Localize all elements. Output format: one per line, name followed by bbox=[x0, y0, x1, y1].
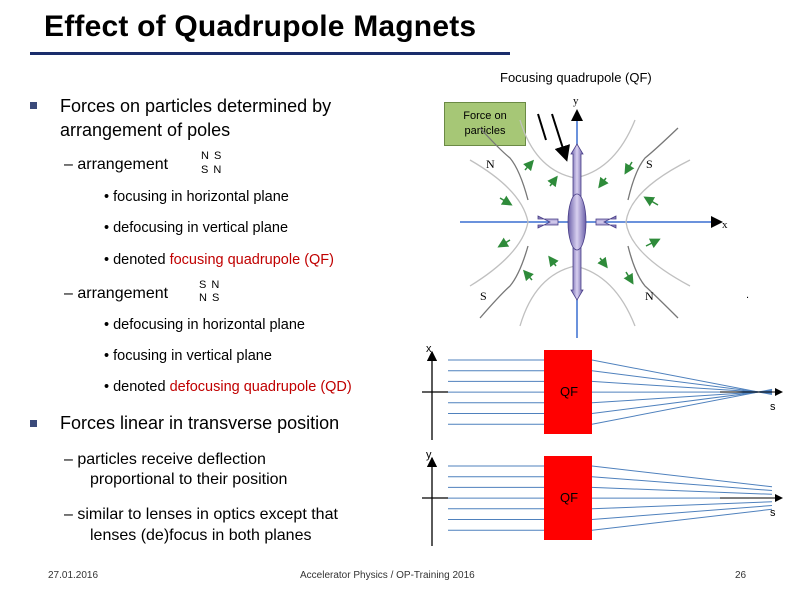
pole-label-br: N bbox=[645, 289, 654, 303]
lens-block bbox=[544, 350, 592, 434]
title-underline bbox=[30, 52, 510, 55]
arrangement-1-denoted: • denoted focusing quadrupole (QF) bbox=[104, 251, 334, 269]
pole-label-bl: S bbox=[480, 289, 487, 303]
quad-x-label: x bbox=[722, 219, 728, 231]
ray-outgoing bbox=[591, 370, 773, 395]
arrangement-2-item-2: • focusing in vertical plane bbox=[104, 348, 272, 364]
ray-outgoing bbox=[591, 501, 773, 510]
bullet-marker-2 bbox=[30, 420, 37, 427]
denoted-prefix: • denoted bbox=[104, 379, 170, 395]
s-axis-label: s bbox=[770, 401, 776, 413]
pole-contour-tl bbox=[479, 127, 529, 201]
bullet-1-line-1: Forces on particles determined by bbox=[60, 96, 332, 116]
pole-contour-bl bbox=[479, 245, 529, 319]
arrangement-1-label: – arrangement bbox=[64, 156, 169, 173]
force-box-line-2: particles bbox=[464, 125, 506, 137]
footer-date: 27.01.2016 bbox=[48, 570, 99, 581]
lens-label: QF bbox=[560, 490, 578, 505]
force-box-line-1: Force on bbox=[463, 110, 507, 122]
field-line-right bbox=[625, 159, 691, 287]
field-line-left bbox=[469, 159, 529, 287]
bullet-2-line-1: Forces linear in transverse position bbox=[60, 413, 340, 433]
quadrupole-diagram: y x N S S N . bbox=[460, 95, 749, 338]
arrangement-1-poles-bottom: S N bbox=[201, 164, 223, 176]
ray-outgoing bbox=[591, 476, 773, 492]
arrangement-1-item-2: • defocusing in vertical plane bbox=[104, 220, 289, 236]
ray-outgoing bbox=[591, 390, 773, 404]
ray-outgoing bbox=[591, 389, 773, 414]
force-arrow-down bbox=[570, 243, 584, 301]
force-arrow-up bbox=[570, 143, 584, 201]
force-arrow-right bbox=[537, 215, 559, 229]
lens-label: QF bbox=[560, 384, 578, 399]
bullet-2-sub-1-line-1: – particles receive deflection bbox=[64, 451, 266, 468]
arrangement-2-denoted: • denoted defocusing quadrupole (QD) bbox=[104, 378, 352, 396]
stray-dot: . bbox=[746, 289, 749, 301]
arrangement-1-poles-top: N S bbox=[201, 150, 223, 162]
lens-axis-label: y bbox=[426, 449, 432, 461]
ray-outgoing bbox=[591, 359, 773, 396]
lens-block bbox=[544, 456, 592, 540]
lens-diagram-top: xQF s bbox=[422, 343, 783, 440]
arrangement-2-label: – arrangement bbox=[64, 285, 169, 302]
bullet-2-sub-2-line-1: – similar to lenses in optics except tha… bbox=[64, 506, 338, 523]
qf-highlight: focusing quadrupole (QF) bbox=[169, 252, 334, 268]
qd-highlight: defocusing quadrupole (QD) bbox=[169, 379, 352, 395]
bullet-2-sub-2-line-2: lenses (de)focus in both planes bbox=[90, 527, 312, 544]
quad-y-label: y bbox=[573, 95, 579, 107]
page-title: Effect of Quadrupole Magnets bbox=[44, 10, 477, 43]
arrangement-2-poles-top: S N bbox=[199, 279, 221, 291]
ray-outgoing bbox=[591, 465, 773, 488]
arrangement-2-poles-bottom: N S bbox=[199, 292, 221, 304]
pointer-line-2 bbox=[551, 113, 570, 162]
ray-outgoing bbox=[591, 388, 773, 425]
footer-course: Accelerator Physics / OP-Training 2016 bbox=[300, 570, 475, 581]
pointer-line-1 bbox=[537, 113, 547, 141]
ray-outgoing bbox=[591, 486, 773, 495]
ray-outgoing bbox=[591, 505, 773, 520]
bullet-2-sub-1-line-2: proportional to their position bbox=[90, 471, 288, 488]
lens-diagram-bottom: yQF s bbox=[422, 449, 783, 546]
bullet-marker-1 bbox=[30, 102, 37, 109]
arrangement-2-item-1: • defocusing in horizontal plane bbox=[104, 317, 305, 333]
pole-contour-br bbox=[627, 245, 679, 319]
arrangement-1-item-1: • focusing in horizontal plane bbox=[104, 189, 289, 205]
lens-axis-label: x bbox=[426, 343, 432, 355]
quadrupole-figure-label: Focusing quadrupole (QF) bbox=[500, 70, 652, 85]
particle-beam-ellipse bbox=[567, 193, 587, 251]
denoted-prefix: • denoted bbox=[104, 252, 170, 268]
ray-outgoing bbox=[591, 508, 773, 531]
page-number: 26 bbox=[735, 570, 747, 581]
force-arrow-left bbox=[595, 215, 617, 229]
force-on-particles-box: Force on particles bbox=[444, 102, 526, 146]
pole-label-tl: N bbox=[486, 157, 495, 171]
s-axis-label: s bbox=[770, 507, 776, 519]
pole-contour-tr bbox=[627, 127, 679, 201]
ray-outgoing bbox=[591, 380, 773, 394]
pole-label-tr: S bbox=[646, 157, 653, 171]
bullet-1-line-2: arrangement of poles bbox=[60, 120, 231, 140]
